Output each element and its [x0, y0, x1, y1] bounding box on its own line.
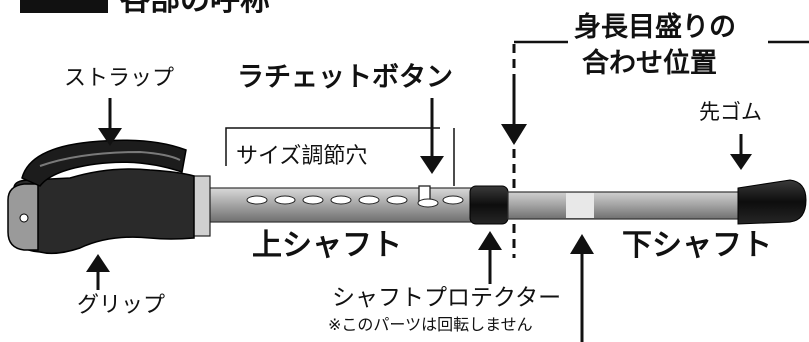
- title-block-marker: [20, 0, 108, 13]
- ratchet-hole: [417, 198, 439, 208]
- strap-arrow-head: [98, 128, 122, 146]
- size-holes-label: サイズ調節穴: [236, 144, 368, 169]
- scale-arrow-head: [570, 234, 594, 254]
- tip-arrow-head: [730, 154, 752, 170]
- lower-shaft: [507, 191, 745, 220]
- strap-highlight: [39, 150, 181, 167]
- upper-shaft-label: 上シャフト: [252, 228, 402, 263]
- shaft-protector: [469, 185, 509, 225]
- ratchet-arrow-head: [420, 156, 444, 174]
- protector-arrow-head: [478, 231, 502, 250]
- height-alignment-label-2: 合わせ位置: [582, 48, 717, 79]
- alignment-arrow-head: [501, 124, 527, 145]
- grip-end-screw: [19, 213, 29, 223]
- rubber-tip-label: 先ゴム: [699, 100, 762, 124]
- size-adjust-holes: [246, 195, 464, 205]
- diagram-title: 各部の呼称: [120, 0, 270, 18]
- shaft-protector-label: シャフトプロテクター: [332, 285, 562, 311]
- size-holes-bracket: [225, 127, 440, 166]
- height-scale-band: [566, 193, 594, 218]
- grip-arrow-head: [86, 254, 110, 272]
- rubber-tip: [737, 179, 807, 225]
- strap-label: ストラップ: [64, 66, 175, 91]
- lower-shaft-label: 下シャフト: [622, 228, 772, 263]
- grip: [13, 168, 195, 255]
- height-alignment-label-1: 身長目盛りの: [574, 12, 736, 43]
- grip-label: グリップ: [77, 293, 166, 318]
- protector-note: ※このパーツは回転しません: [328, 315, 533, 334]
- ratchet-button-label: ラチェットボタン: [237, 62, 453, 93]
